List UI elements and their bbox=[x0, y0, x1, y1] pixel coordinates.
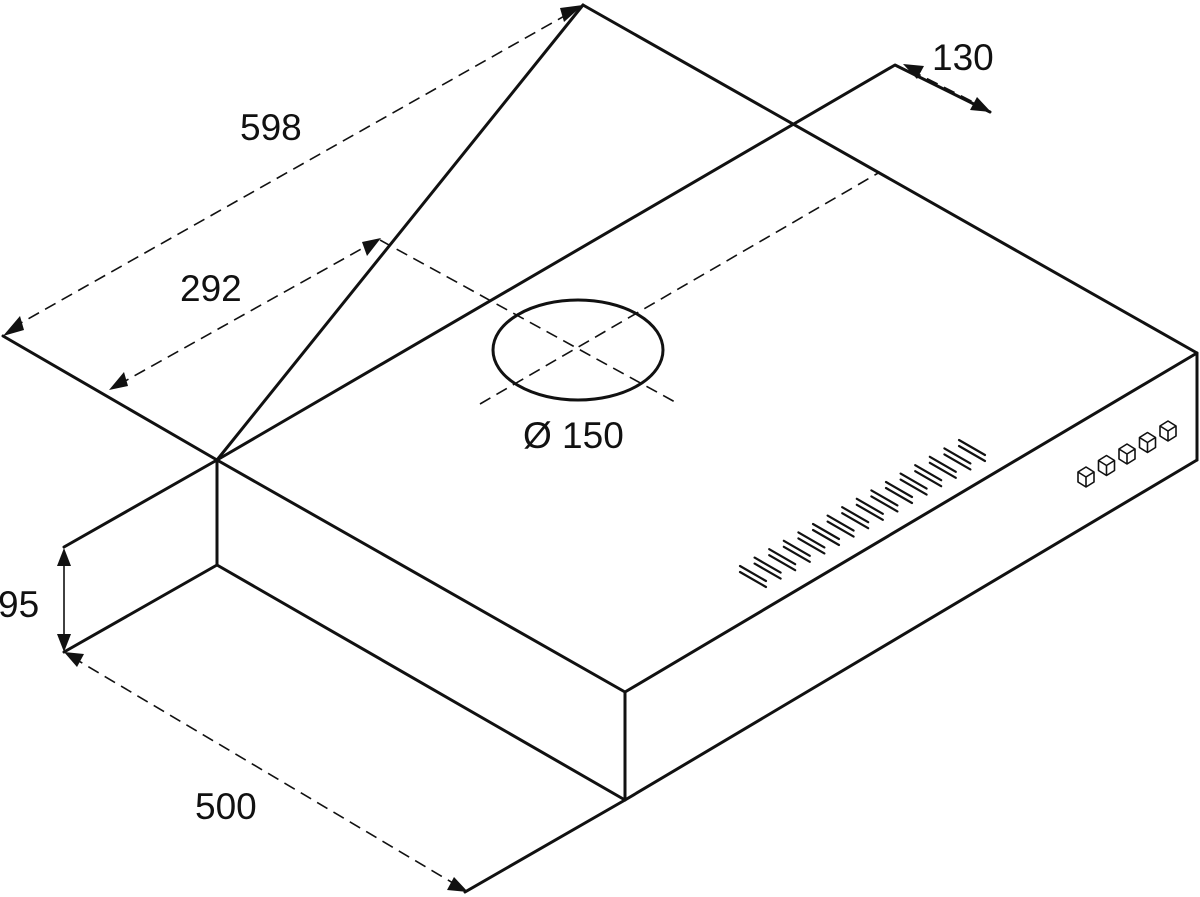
left-side-bottom-edge bbox=[62, 563, 219, 654]
dimension-line-500 bbox=[71, 656, 459, 887]
vent-slot bbox=[753, 562, 782, 580]
vent-slot bbox=[928, 455, 957, 473]
vent-slot bbox=[811, 522, 841, 541]
vent-slot bbox=[855, 497, 884, 515]
vent-slot bbox=[782, 539, 811, 557]
control-button[interactable] bbox=[1159, 420, 1177, 442]
outlet-centerline-cross bbox=[479, 171, 881, 405]
dimension-label-598: 598 bbox=[240, 107, 302, 148]
dimension-line-292 bbox=[117, 242, 373, 386]
vent-slot bbox=[957, 438, 987, 457]
hood-outline bbox=[1, 3, 1199, 894]
vent-slot bbox=[899, 472, 928, 490]
dimension-label-130: 130 bbox=[932, 37, 994, 78]
arrowhead bbox=[64, 652, 84, 667]
dimension-label-95: 95 bbox=[0, 584, 39, 625]
dimension-130 bbox=[903, 64, 991, 112]
vent-slot bbox=[914, 470, 943, 488]
arrowhead bbox=[109, 372, 128, 390]
dimension-label-diameter: Ø 150 bbox=[523, 415, 624, 456]
vent-slot bbox=[957, 444, 987, 463]
control-panel bbox=[1077, 420, 1177, 488]
dimension-95 bbox=[57, 548, 71, 652]
arrowhead bbox=[362, 238, 381, 256]
outlet-centerline-long bbox=[379, 239, 676, 403]
depth-extension-line bbox=[463, 798, 627, 894]
vent-slot bbox=[928, 461, 957, 479]
vent-slot bbox=[914, 464, 943, 482]
arrowhead bbox=[447, 877, 468, 892]
arrowhead bbox=[57, 548, 71, 566]
vent-slot bbox=[797, 531, 826, 549]
dimension-500 bbox=[64, 652, 468, 892]
top-face-back-edge bbox=[1, 3, 1199, 694]
vent-slot bbox=[884, 480, 914, 499]
arrowhead bbox=[3, 316, 24, 336]
vent-slot bbox=[782, 545, 811, 563]
dimension-line-598 bbox=[11, 9, 576, 329]
vent-slot bbox=[738, 570, 768, 589]
top-face-left-edge bbox=[215, 3, 585, 462]
bottom-edge bbox=[215, 458, 1199, 802]
vent-slot bbox=[870, 495, 899, 513]
vent-slot bbox=[811, 528, 841, 547]
outlet-circle bbox=[379, 171, 881, 405]
outlet-opening bbox=[491, 298, 665, 402]
dimension-292 bbox=[109, 238, 381, 390]
dimension-label-500: 500 bbox=[195, 786, 257, 827]
arrowhead bbox=[970, 97, 991, 112]
control-button[interactable] bbox=[1097, 454, 1116, 477]
vent-slot bbox=[841, 506, 870, 524]
vent-slot bbox=[943, 453, 972, 471]
control-button[interactable] bbox=[1138, 431, 1157, 454]
vent-slot bbox=[855, 503, 884, 521]
vent-slot bbox=[826, 520, 855, 538]
vent-slot bbox=[899, 478, 928, 496]
left-side-top-edge bbox=[62, 458, 219, 549]
vent-slot bbox=[841, 512, 870, 530]
arrowhead bbox=[57, 634, 71, 652]
vent-slot bbox=[768, 548, 797, 566]
vent-slot bbox=[884, 486, 914, 505]
dimension-label-292: 292 bbox=[180, 268, 242, 309]
vent-slot bbox=[738, 564, 768, 583]
arrowhead bbox=[903, 64, 924, 79]
vent-slot bbox=[797, 537, 826, 555]
dimension-598 bbox=[3, 5, 583, 336]
vent-slot bbox=[826, 514, 855, 532]
vent-slot bbox=[768, 554, 797, 572]
vent-slot bbox=[943, 447, 972, 465]
vent-slot-group bbox=[738, 438, 987, 589]
vent-slot bbox=[753, 556, 782, 574]
vent-slot bbox=[870, 489, 899, 507]
control-button[interactable] bbox=[1077, 466, 1095, 488]
arrowhead bbox=[560, 5, 583, 22]
dimension-line-130 bbox=[909, 69, 986, 109]
top-face-inner-edge bbox=[215, 63, 992, 462]
control-button[interactable] bbox=[1118, 443, 1136, 465]
